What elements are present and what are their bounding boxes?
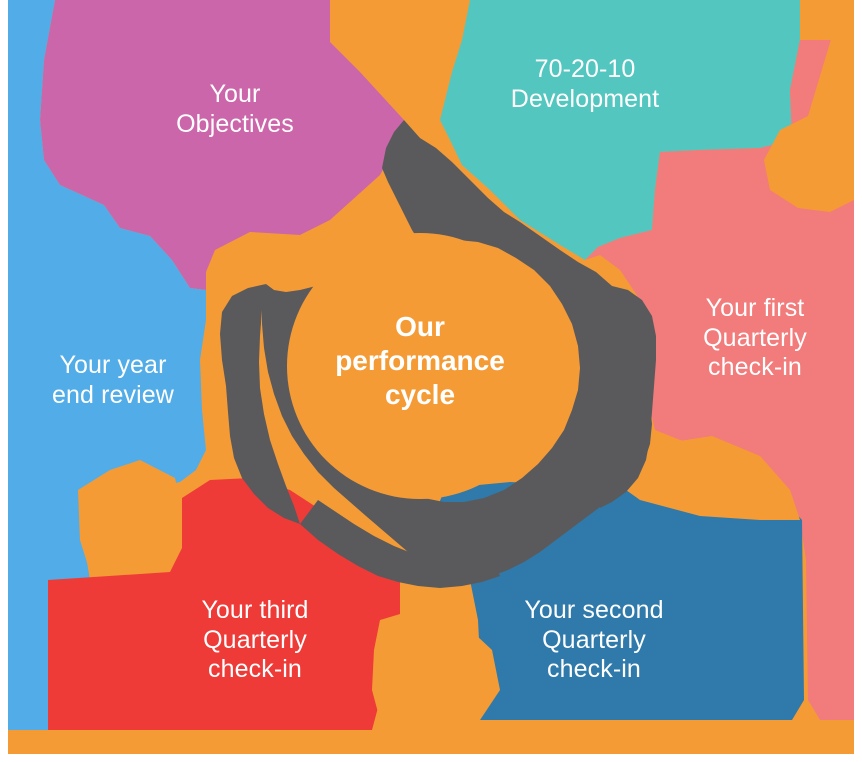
center-ring-right-lobe — [600, 286, 656, 508]
segment-first-checkin[interactable] — [585, 40, 854, 720]
center-ring-bottom-lobe — [300, 500, 500, 588]
segment-third-checkin[interactable] — [48, 478, 400, 730]
orange-accent-bottom-center — [372, 608, 500, 720]
orange-accent-left — [78, 460, 182, 572]
segment-objectives[interactable] — [40, 0, 404, 290]
segment-development[interactable] — [440, 0, 800, 260]
center-circle[interactable] — [287, 233, 553, 499]
center-ring-left-lobe — [220, 284, 300, 524]
orange-accent-bottom-right — [612, 436, 800, 520]
center-label: Our performance cycle — [335, 311, 505, 411]
segment-year-end-review[interactable] — [8, 0, 206, 730]
orange-accent-top-right — [764, 16, 854, 212]
